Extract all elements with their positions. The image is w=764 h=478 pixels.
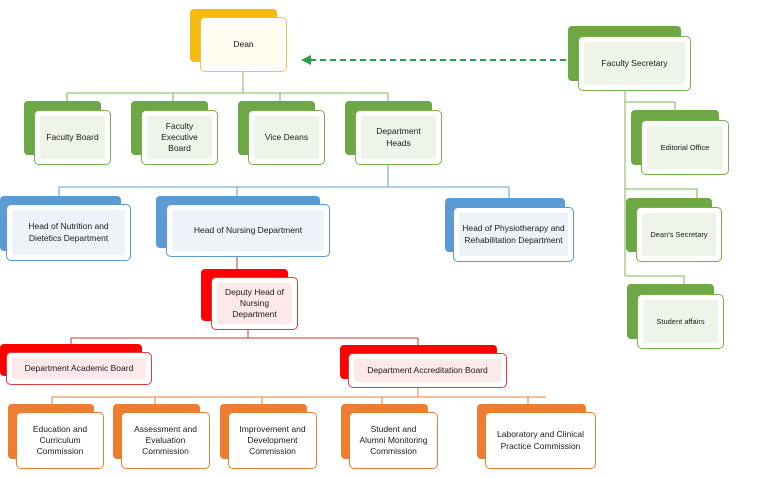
node-label: Faculty Board [40, 116, 105, 159]
node-label: Student affairs [643, 300, 718, 343]
node-faculty-executive-board: Faculty Executive Board [131, 101, 218, 165]
node-label: Department Accreditation Board [354, 359, 501, 382]
node-label: Student and Alumni Monitoring Commission [355, 418, 432, 463]
node-improvement-development: Improvement and Development Commission [220, 404, 317, 469]
node-label: Dean [206, 23, 281, 66]
node-education-curriculum: Education and Curriculum Commission [8, 404, 104, 469]
node-vice-deans: Vice Deans [238, 101, 325, 165]
node-faculty-secretary: Faculty Secretary [568, 26, 691, 91]
node-laboratory-clinical: Laboratory and Clinical Practice Commiss… [477, 404, 596, 469]
node-dean: Dean [190, 9, 287, 72]
node-label: Vice Deans [254, 116, 319, 159]
node-label: Faculty Secretary [584, 42, 685, 85]
node-head-nutrition: Head of Nutrition and Dietetics Departme… [0, 196, 131, 261]
node-department-academic-board: Department Academic Board [0, 344, 152, 385]
node-department-accreditation-board: Department Accreditation Board [340, 345, 507, 388]
node-label: Improvement and Development Commission [234, 418, 311, 463]
dashed-arrow-head [301, 55, 311, 65]
node-deputy-head-nursing: Deputy Head of Nursing Department [201, 269, 298, 330]
node-student-affairs: Student affairs [627, 284, 724, 349]
node-label: Faculty Executive Board [147, 116, 212, 159]
node-deans-secretary: Dean's Secretary [626, 198, 722, 262]
node-label: Head of Physiotherapy and Rehabilitation… [459, 213, 568, 256]
connector-secretary-branch [624, 91, 698, 284]
connector-commissions [51, 388, 546, 404]
node-label: Head of Nursing Department [172, 210, 324, 251]
node-label: Department Heads [361, 116, 436, 159]
node-label: Head of Nutrition and Dietetics Departme… [12, 210, 125, 255]
node-label: Education and Curriculum Commission [22, 418, 98, 463]
node-assessment-evaluation: Assessment and Evaluation Commission [113, 404, 210, 469]
node-head-nursing: Head of Nursing Department [156, 196, 330, 257]
node-department-heads: Department Heads [345, 101, 442, 165]
node-label: Deputy Head of Nursing Department [217, 283, 292, 324]
node-faculty-board: Faculty Board [24, 101, 111, 165]
node-head-physiotherapy: Head of Physiotherapy and Rehabilitation… [445, 198, 574, 262]
node-label: Editorial Office [647, 126, 723, 169]
connector-nursing-chain [70, 257, 419, 345]
node-label: Assessment and Evaluation Commission [127, 418, 204, 463]
node-label: Laboratory and Clinical Practice Commiss… [491, 418, 590, 463]
connector-dean-level2 [66, 72, 389, 101]
node-label: Department Academic Board [12, 358, 146, 379]
node-label: Dean's Secretary [642, 213, 716, 256]
node-editorial-office: Editorial Office [631, 110, 729, 175]
connector-department-heads [58, 165, 510, 198]
node-student-alumni: Student and Alumni Monitoring Commission [341, 404, 438, 469]
